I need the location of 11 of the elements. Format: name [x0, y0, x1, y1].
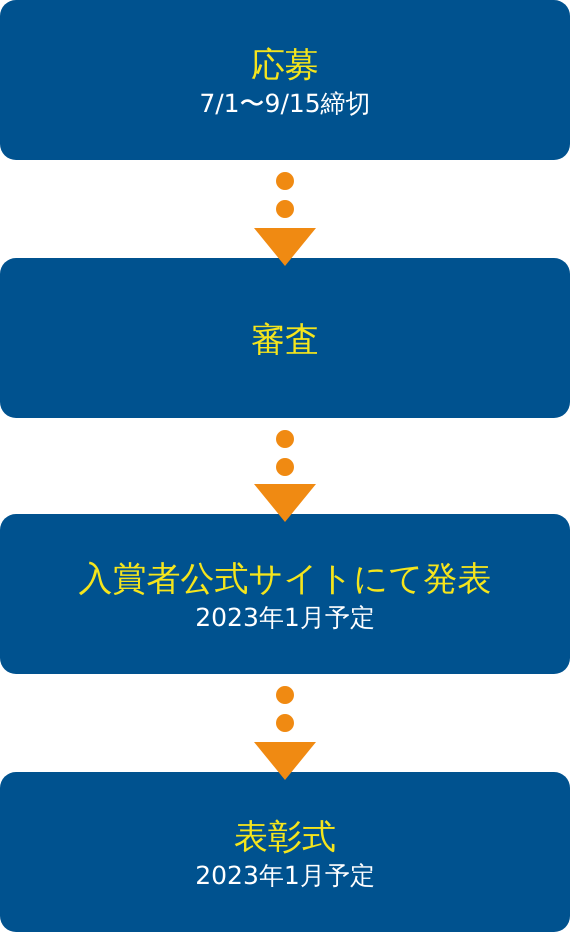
step-title: 表彰式 — [234, 816, 336, 859]
step-title: 応募 — [251, 44, 319, 87]
step-title: 入賞者公式サイトにて発表 — [78, 558, 492, 601]
step-box — [0, 772, 570, 932]
step-box — [0, 514, 570, 674]
step-box — [0, 258, 570, 418]
step-date: 2023年1月予定 — [195, 860, 375, 892]
step-box — [0, 0, 570, 160]
step-date: 7/1〜9/15締切 — [199, 88, 371, 120]
step-date: 2023年1月予定 — [195, 602, 375, 634]
step-title: 審査 — [251, 319, 319, 362]
